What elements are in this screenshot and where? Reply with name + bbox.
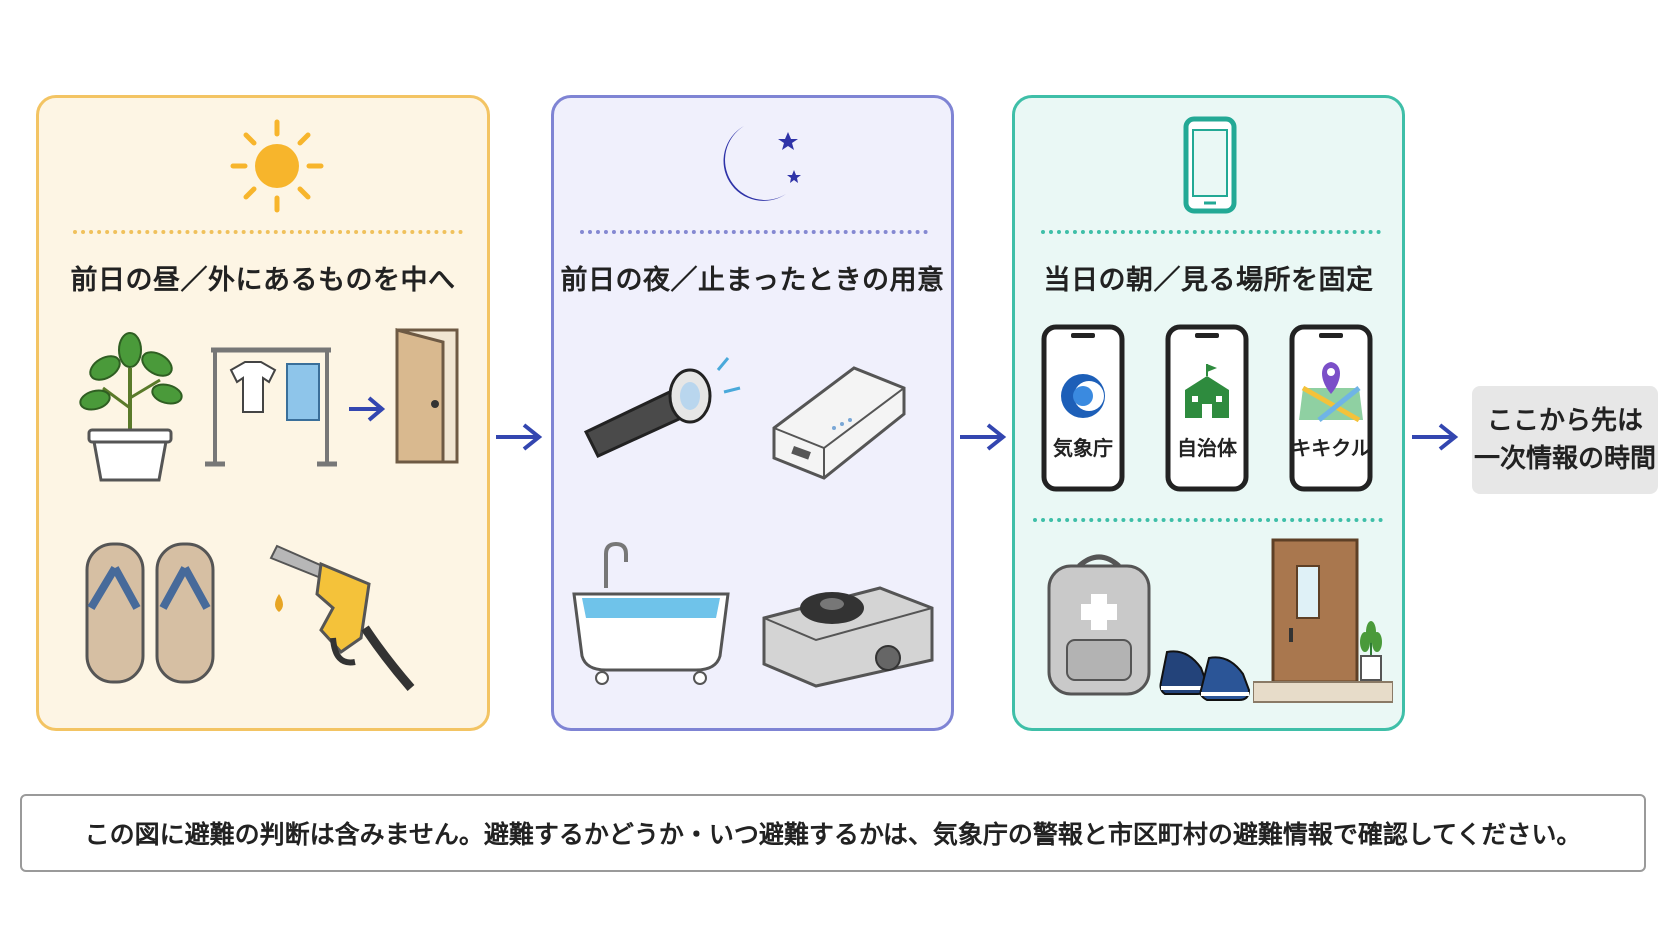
bathtub-icon [572, 541, 730, 685]
next-step-line2: 一次情報の時間 [1473, 444, 1656, 474]
sneakers-icon [1159, 650, 1251, 701]
sun-icon [230, 119, 324, 213]
divider [1041, 230, 1381, 234]
municipality-app-phone-icon[interactable] [1165, 324, 1249, 492]
emergency-backpack-icon [1047, 554, 1151, 696]
power-bank-icon [772, 366, 906, 480]
panel-title: 前日の昼／外にあるものを中へ [70, 265, 456, 296]
door-icon [395, 328, 459, 464]
divider [580, 230, 928, 234]
arrow-right-icon [349, 396, 386, 422]
fuel-nozzle-icon [269, 544, 415, 691]
kikikuru-app-phone-icon[interactable] [1289, 324, 1373, 492]
app-label-kikikuru: キキクル [1291, 436, 1371, 460]
moon-stars-icon [723, 126, 801, 201]
panel-morning-of-day: 当日の朝／見る場所を固定 気象庁 自治体 キキクル [1012, 95, 1405, 731]
divider [1033, 518, 1383, 522]
app-label-municipality: 自治体 [1177, 436, 1237, 460]
arrow-right-icon [496, 423, 543, 451]
panel-title: 当日の朝／見る場所を固定 [1043, 265, 1374, 296]
panel-day-before-night: 前日の夜／止まったときの用意 [551, 95, 954, 731]
arrow-right-icon [960, 423, 1007, 451]
app-label-jma: 気象庁 [1053, 436, 1113, 460]
clothes-rack-icon [205, 347, 337, 467]
footer-disclaimer: この図に避難の判断は含みません。避難するかどうか・いつ避難するかは、気象庁の警報… [20, 794, 1646, 872]
arrow-right-icon [1412, 423, 1459, 451]
panel-title: 前日の夜／止まったときの用意 [560, 265, 945, 296]
flashlight-icon [583, 357, 741, 458]
next-step-box: ここから先は 一次情報の時間 [1472, 386, 1658, 494]
sandals-icon [85, 542, 215, 684]
smartphone-icon [1183, 116, 1237, 214]
divider [73, 230, 463, 234]
entrance-door-icon [1253, 538, 1393, 703]
gas-stove-icon [762, 586, 934, 688]
jma-app-phone-icon[interactable] [1041, 324, 1125, 492]
potted-plant-icon [79, 332, 183, 482]
next-step-line1: ここから先は [1486, 406, 1643, 436]
panel-day-before-daytime: 前日の昼／外にあるものを中へ [36, 95, 490, 731]
